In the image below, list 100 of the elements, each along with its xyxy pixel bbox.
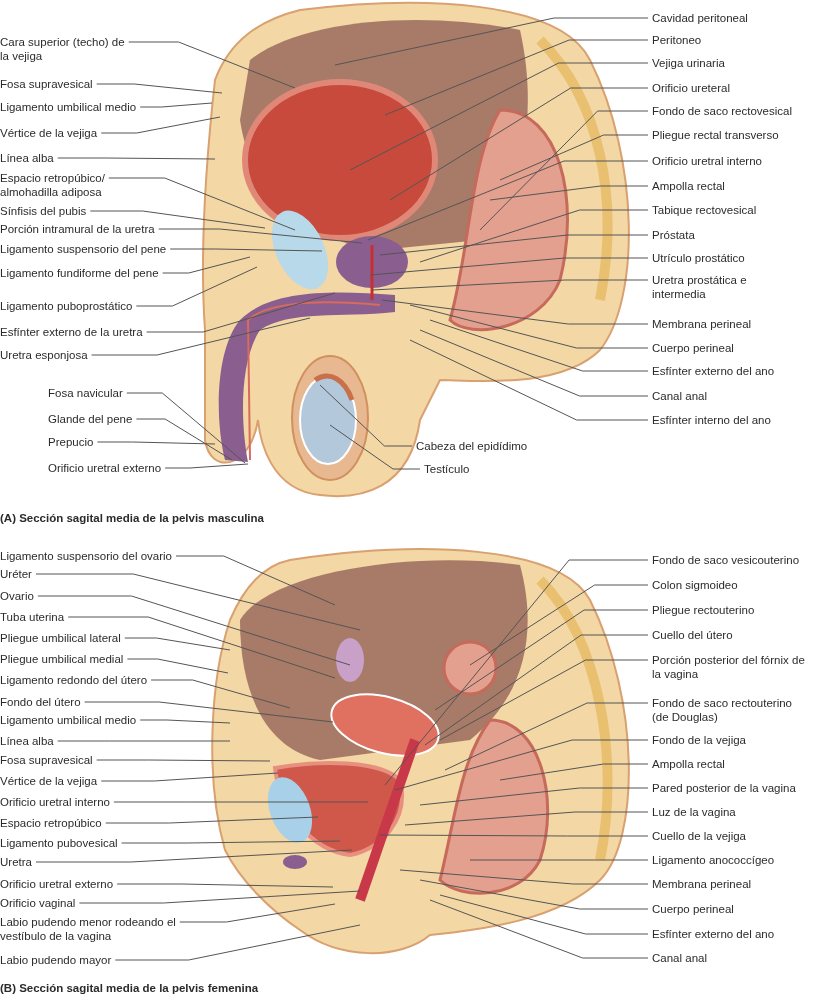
leader-line — [384, 39, 649, 116]
anatomy-label: Porción posterior del fórnix de la vagina — [652, 653, 807, 681]
leader-line — [439, 659, 649, 741]
anatomy-label: Uretra prostática e intermedia — [652, 273, 752, 301]
anatomy-label: Colon sigmoideo — [652, 578, 738, 592]
anatomy-label: Fosa supravesical — [0, 753, 93, 767]
leader-line — [169, 248, 323, 252]
leader-line — [150, 679, 291, 709]
anatomy-label: Esfínter externo de la uretra — [0, 325, 143, 339]
anatomy-label: Pared posterior de la vagina — [652, 781, 796, 795]
anatomy-label: Fondo de saco vesicouterino — [652, 553, 800, 567]
anatomy-label: Fondo del útero — [0, 695, 81, 709]
leader-line — [429, 899, 649, 959]
anatomy-label: Testículo — [424, 462, 470, 476]
leader-line — [419, 787, 649, 806]
panel-caption: (B) Sección sagital media de la pelvis femenina — [0, 982, 259, 994]
anatomy-label: Tabique rectovesical — [652, 203, 757, 217]
anatomy-label: Fondo de saco rectouterino (de Douglas) — [652, 696, 802, 724]
leader-line — [67, 616, 336, 679]
leader-line — [419, 209, 649, 263]
anatomy-label: Pliegue rectal transverso — [652, 128, 779, 142]
anatomy-label: Espacio retropúbico — [0, 816, 102, 830]
anatomy-label: Ampolla rectal — [652, 179, 725, 193]
anatomy-label: Ligamento umbilical medio — [0, 100, 137, 114]
leader-line — [419, 879, 649, 910]
anatomy-label: Esfínter externo del ano — [652, 364, 775, 378]
anatomy-label: Glande del pene — [48, 412, 133, 426]
anatomy-label: Ampolla rectal — [652, 757, 725, 771]
leader-line — [128, 41, 296, 89]
leader-line — [499, 134, 649, 181]
anatomy-label: Uretra esponjosa — [0, 348, 88, 362]
leader-line — [371, 279, 649, 291]
anatomy-label: Vértice de la vejiga — [0, 126, 98, 140]
leader-line — [334, 17, 649, 66]
leader-line — [319, 384, 413, 447]
leader-line — [429, 319, 649, 372]
leader-line — [108, 177, 296, 231]
leader-line — [179, 903, 336, 923]
anatomy-label: Orificio uretral interno — [652, 154, 762, 168]
anatomy-label: Ligamento pubovesical — [0, 836, 118, 850]
anatomy-label: Canal anal — [652, 389, 707, 403]
leader-line — [469, 584, 649, 666]
anatomy-label: Orificio ureteral — [652, 81, 730, 95]
leader-line — [349, 62, 649, 171]
leader-line — [329, 424, 421, 470]
anatomy-label: Canal anal — [652, 951, 707, 965]
anatomy-label: Uréter — [0, 567, 32, 581]
anatomy-label: Ligamento redondo del útero — [0, 673, 148, 687]
leader-line — [96, 83, 223, 94]
anatomy-label: Espacio retropúbico/ almohadilla adiposa — [0, 171, 140, 199]
leader-line — [394, 739, 649, 791]
leader-line — [96, 441, 216, 445]
anatomy-label: Cuello de la vejiga — [652, 829, 746, 843]
leader-line — [367, 160, 649, 241]
leader-line — [135, 418, 233, 461]
anatomy-label: Prepucio — [48, 435, 94, 449]
leader-line — [84, 701, 334, 723]
leader-line — [439, 894, 649, 935]
anatomy-label: Vejiga urinaria — [652, 56, 725, 70]
leader-line — [146, 292, 336, 333]
anatomy-label: Esfínter interno del ano — [652, 413, 771, 427]
anatomy-label: Ovario — [0, 589, 34, 603]
anatomy-label: Peritoneo — [652, 33, 702, 47]
leader-line — [399, 869, 649, 885]
anatomy-label: Línea alba — [0, 151, 54, 165]
leader-line — [381, 299, 649, 325]
anatomy-label: Fosa navicular — [48, 386, 123, 400]
leader-line — [379, 834, 649, 837]
leader-line — [57, 157, 216, 160]
leader-line — [499, 763, 649, 781]
leader-line — [37, 595, 351, 666]
leader-line — [419, 329, 649, 397]
leader-line — [409, 339, 649, 421]
anatomy-label: Vértice de la vejiga — [0, 774, 98, 788]
leader-line — [384, 559, 649, 786]
anatomy-label: Orificio uretral interno — [0, 795, 110, 809]
anatomy-label: Cabeza del epidídimo — [416, 439, 528, 453]
leader-line — [100, 772, 279, 782]
anatomy-label: Membrana perineal — [652, 317, 752, 331]
anatomy-label: Pliegue umbilical medial — [0, 652, 124, 666]
leader-line — [175, 555, 336, 606]
anatomy-label: Pliegue rectouterino — [652, 603, 755, 617]
anatomy-label: Cuello del útero — [652, 628, 733, 642]
leader-line — [158, 228, 363, 244]
leader-line — [379, 234, 649, 256]
leader-line — [126, 658, 229, 674]
anatomy-label: Ligamento suspensorio del ovario — [0, 549, 172, 563]
anatomy-label: Tuba uterina — [0, 610, 65, 624]
leader-line — [126, 392, 246, 464]
anatomy-label: Cavidad peritoneal — [652, 11, 748, 25]
leader-line — [57, 740, 231, 742]
leader-line — [91, 317, 311, 356]
leader-line — [444, 702, 649, 771]
leader-line — [89, 210, 266, 229]
anatomy-label: Línea alba — [0, 734, 54, 748]
anatomy-label: Sínfisis del pubis — [0, 204, 87, 218]
anatomy-label: Esfínter externo del ano — [652, 927, 775, 941]
leader-line — [369, 257, 649, 276]
leader-line — [78, 890, 361, 904]
leader-line — [35, 573, 361, 631]
